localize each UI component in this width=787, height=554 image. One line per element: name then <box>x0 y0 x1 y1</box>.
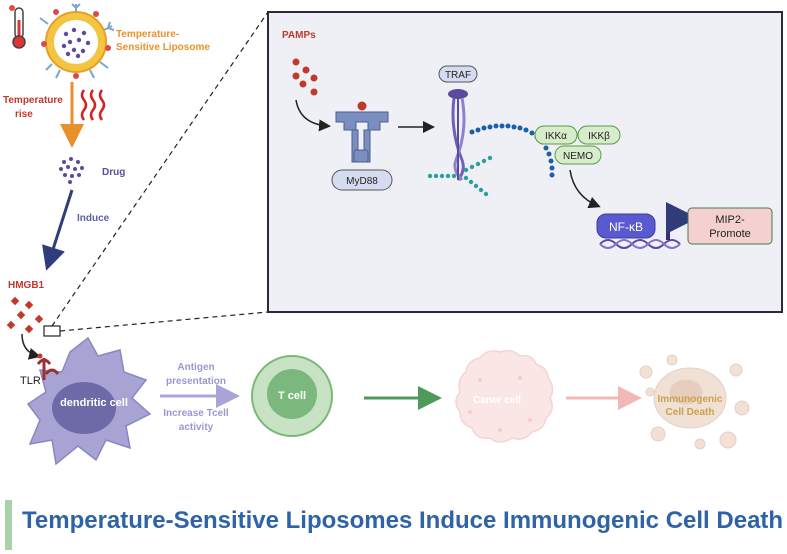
myd88-box <box>331 169 393 191</box>
zoom-region-marker <box>43 325 61 337</box>
hmgb1-molecules-icon <box>6 296 44 334</box>
tlr-receptor-small-icon <box>36 358 60 380</box>
dna-icon <box>599 239 681 249</box>
ikk-to-nfkb-arrow <box>569 169 601 209</box>
antigen-presentation-line2: presentation <box>166 376 226 387</box>
temperature-rise-label-line2: rise <box>15 109 33 120</box>
sun-icon <box>9 5 15 11</box>
ikka-label: IKKα <box>545 131 567 142</box>
dying-cell-icon <box>639 354 750 450</box>
nfkb-box <box>596 213 656 239</box>
drug-molecules-icon <box>59 157 84 184</box>
dendritic-nucleus-icon <box>52 382 116 434</box>
induce-label: Induce <box>77 213 110 224</box>
icd-label-line2: Cell Death <box>666 407 715 418</box>
tlr-label: TLR <box>20 375 41 387</box>
pamps-to-receptor-arrow <box>295 99 331 132</box>
drug-label: Drug <box>102 167 125 178</box>
zoom-line-top <box>51 11 269 327</box>
antigen-presentation-line1: Antigen <box>177 362 214 373</box>
mip2-box <box>687 207 773 245</box>
zoom-line-bottom <box>59 311 269 332</box>
liposome-icon <box>39 3 115 79</box>
tlr-ligand-icon <box>37 353 43 359</box>
liposome-label-line1: Temperature- <box>116 29 179 40</box>
title-accent-bar <box>5 500 12 550</box>
traf-trimer-icon <box>448 89 468 182</box>
traf-box <box>438 65 478 83</box>
ikka-box <box>534 125 578 145</box>
traf-label: TRAF <box>445 70 471 81</box>
icd-label-line1: Immunogenic <box>657 394 722 405</box>
page-title: Temperature-Sensitive Liposomes Induce I… <box>22 507 784 534</box>
liposome-label-line2: Sensitive Liposome <box>116 42 210 53</box>
mip2-label-line1: MIP2- <box>715 214 745 226</box>
cancer-cell-dot <box>528 418 532 422</box>
t-cell-label: T cell <box>278 390 306 402</box>
heat-waves-icon <box>80 89 106 121</box>
hmgb1-to-tlr-arrow <box>21 333 41 360</box>
t-cell-nucleus-icon <box>267 369 317 419</box>
pamps-molecules-icon <box>292 58 318 96</box>
cancer-cell-dot <box>478 378 482 382</box>
ubiquitin-chains-icon <box>427 123 555 197</box>
increase-tcell-line2: activity <box>179 422 214 433</box>
increase-tcell-line1: Increase Tcell <box>163 408 229 419</box>
cancer-cell-dot <box>498 428 502 432</box>
thermometer-icon <box>12 7 26 49</box>
nfkb-label: NF-κB <box>609 220 643 234</box>
hmgb1-label: HMGB1 <box>8 280 45 291</box>
pamps-label: PAMPs <box>282 30 316 41</box>
promoter-arrow <box>666 202 698 240</box>
ikkb-box <box>577 125 621 145</box>
signaling-detail-box <box>267 11 783 313</box>
nemo-box <box>554 145 602 165</box>
pamp-bound-icon <box>357 101 367 111</box>
tlr-receptor-icon <box>335 111 389 163</box>
cancer-cell-dot <box>468 410 472 414</box>
cancer-cell-dot <box>518 376 522 380</box>
ikkb-label: IKKβ <box>588 131 610 142</box>
myd88-label: MyD88 <box>346 176 378 187</box>
nemo-label: NEMO <box>563 151 593 162</box>
dendritic-cell-label: dendritic cell <box>60 397 128 409</box>
cancer-cell-label: Caner cell <box>473 395 521 406</box>
mip2-label-line2: Promote <box>709 228 751 240</box>
temperature-rise-label-line1: Temperature <box>3 95 63 106</box>
induce-arrow <box>42 189 74 271</box>
